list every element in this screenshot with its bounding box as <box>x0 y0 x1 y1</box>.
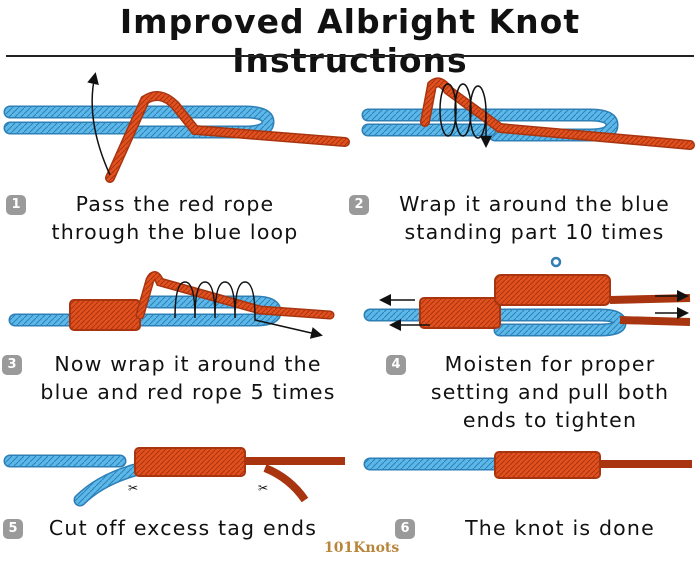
step-3-badge: 3 <box>2 355 22 375</box>
page-title: Improved Albright Knot Instructions <box>119 2 581 80</box>
step-5-line-1: Cut off excess tag ends <box>48 516 318 540</box>
step-6-badge: 6 <box>395 519 415 539</box>
step-1-line-1: Pass the red rope <box>75 192 275 216</box>
svg-text:✂: ✂ <box>128 481 138 495</box>
step-5-caption: Cut off excess tag ends <box>28 514 338 542</box>
step-4-line-3: ends to tighten <box>462 408 638 432</box>
step-4-caption: Moisten for proper setting and pull both… <box>400 350 700 434</box>
title-divider <box>6 55 694 57</box>
step-1-caption: Pass the red rope through the blue loop <box>20 190 330 246</box>
step-3-illustration <box>8 271 335 339</box>
step-3-line-2: blue and red rope 5 times <box>40 380 336 404</box>
step-4-badge: 4 <box>386 355 406 375</box>
step-6-line-1: The knot is done <box>465 516 655 540</box>
step-2-caption: Wrap it around the blue standing part 10… <box>372 190 697 246</box>
step-4-line-2: setting and pull both <box>430 380 670 404</box>
step-1-illustration <box>3 72 350 183</box>
step-2-badge: 2 <box>349 195 369 215</box>
step-2-line-2: standing part 10 times <box>404 220 665 244</box>
step-3-caption: Now wrap it around the blue and red rope… <box>18 350 358 406</box>
svg-text:✂: ✂ <box>258 481 268 495</box>
brand-logo: 101Knots <box>324 540 400 556</box>
step-6-illustration <box>363 451 692 479</box>
step-6-caption: The knot is done <box>430 514 690 542</box>
step-4-illustration <box>363 256 691 337</box>
step-5-badge: 5 <box>3 519 23 539</box>
step-2-line-1: Wrap it around the blue <box>399 192 670 216</box>
step-4-line-1: Moisten for proper <box>444 352 656 376</box>
step-3-line-1: Now wrap it around the <box>54 352 322 376</box>
step-2-illustration <box>361 77 695 150</box>
step-5-illustration: ✂ ✂ <box>3 447 345 507</box>
step-1-line-2: through the blue loop <box>51 220 299 244</box>
step-1-badge: 1 <box>6 195 26 215</box>
